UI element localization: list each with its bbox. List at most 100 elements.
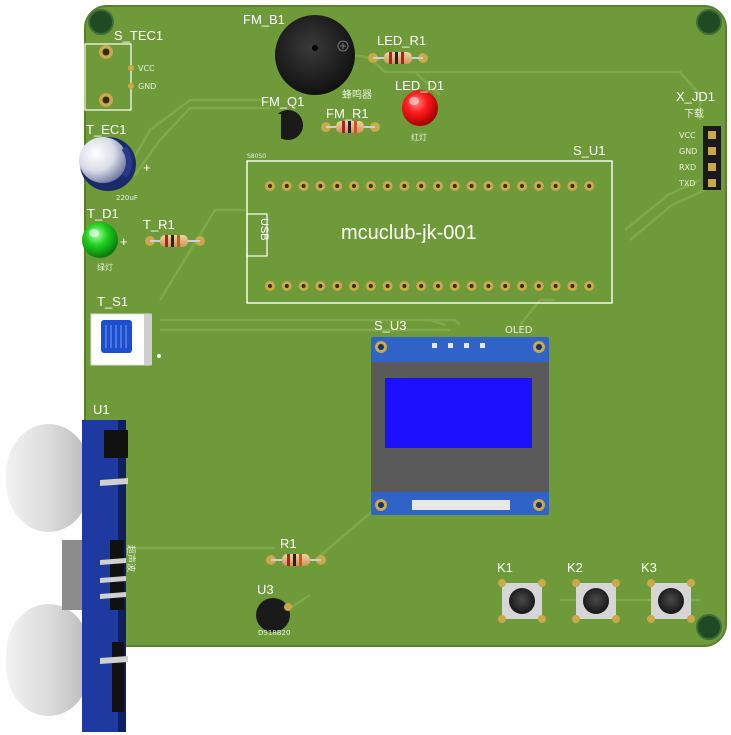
sensor-cn-label: 超声波 [125,545,137,572]
header-pin-hole [436,184,440,188]
header-pin-hole [402,184,407,188]
usb-label: USB [258,218,270,241]
oled-label: OLED [505,325,533,336]
header-pin-hole [419,184,424,188]
header-pin-hole [352,284,356,288]
u3-label: U3 [257,582,274,597]
header-pin-hole [318,284,323,288]
x-jd1-header [703,126,721,190]
fm-q1-transistor [271,110,303,140]
header-pin-hole [536,284,541,288]
header-pin-hole [587,284,592,288]
cap-value-label: 220uF [116,194,138,202]
header-pin-hole [536,184,541,188]
header-pin-hole [436,284,440,288]
t-r1-label: T_R1 [143,217,175,232]
red-cn-label: 红灯 [411,132,427,142]
mounting-holes [88,9,722,640]
s-u3-label: S_U3 [374,318,407,333]
push-button-icon[interactable] [647,579,695,623]
header-pin-hole [385,284,390,288]
mcu-top-pin-row [265,181,595,191]
green-led-icon [82,222,118,258]
fm-r1-resistor [321,121,380,133]
k1-label: K1 [497,560,513,575]
pin-gnd-label: GND [679,147,697,156]
pin-rxd-label: RXD [679,163,696,172]
copper-traces [125,53,706,610]
t-s1-label: T_S1 [97,294,128,309]
ds18b20-label: DS18B20 [258,629,290,637]
led-icon [402,90,438,126]
header-pin-hole [469,284,474,288]
header-pin-hole [352,184,356,188]
slide-switch-icon [90,313,161,366]
header-pin-hole [570,184,575,188]
header-pin-hole [368,184,373,188]
pcb-board [84,5,727,647]
u1-label: U1 [93,402,110,417]
header-pin-hole [503,184,508,188]
header-pin-hole [503,284,508,288]
header-pin-hole [268,184,272,188]
header-pin-hole [301,284,306,288]
led-r1-label: LED_R1 [377,33,426,48]
header-pin-hole [419,284,424,288]
fm-q1-label: FM_Q1 [261,94,304,109]
k2-label: K2 [567,560,583,575]
capacitor-icon [79,137,136,191]
header-pin-hole [402,284,407,288]
header-pin-hole [301,184,306,188]
header-pin-hole [469,184,474,188]
ds18b20-sensor [256,598,292,632]
buzzer-cn-label: 蜂鸣器 [342,88,372,101]
header-pin-hole [570,284,575,288]
ultrasonic-sensor-icon [6,420,128,732]
pin-vcc-label: VCC [679,131,696,140]
board-title: mcuclub-jk-001 [341,222,477,244]
header-pin-hole [587,184,592,188]
header-pin-hole [553,284,558,288]
s-tec1-connector [84,43,134,111]
t-d1-label: T_D1 [87,206,119,221]
gnd-label: GND [138,82,156,91]
r1-label: R1 [280,536,297,551]
led-r1-resistor [368,52,428,64]
buzzer-icon [275,15,355,95]
led-d1-label: LED_D1 [395,78,444,93]
fm-r1-label: FM_R1 [326,106,369,121]
mcu-bottom-pin-row [265,281,595,291]
push-button-icon[interactable] [572,579,620,623]
oled-display-icon [371,337,549,515]
green-cn-label: 绿灯 [97,262,113,272]
led-plus: + [120,234,128,249]
vcc-label: VCC [138,64,155,73]
header-pin-hole [520,284,524,288]
header-pin-hole [452,184,457,188]
header-pin-hole [284,284,289,288]
r1-resistor [266,554,326,566]
download-cn-label: 下载 [684,108,704,120]
s-u1-label: S_U1 [573,143,606,158]
header-pin-hole [318,184,323,188]
push-button-icon[interactable] [498,579,546,623]
usb-outline [246,213,268,257]
x-jd1-label: X_JD1 [676,89,715,104]
header-pin-hole [452,284,457,288]
header-pin-hole [335,184,340,188]
header-pin-hole [553,184,558,188]
header-pin-hole [486,284,491,288]
s-tec1-label: S_TEC1 [114,28,163,43]
pin-txd-label: TXD [678,179,696,188]
header-pin-hole [385,184,390,188]
t-r1-resistor [145,235,205,247]
header-pin-hole [335,284,340,288]
header-pin-hole [284,184,289,188]
header-pin-hole [520,184,524,188]
k3-label: K3 [641,560,657,575]
cap-plus: + [143,160,151,175]
t-ec1-label: T_EC1 [86,122,126,137]
header-pin-hole [268,284,272,288]
header-pin-hole [486,184,491,188]
